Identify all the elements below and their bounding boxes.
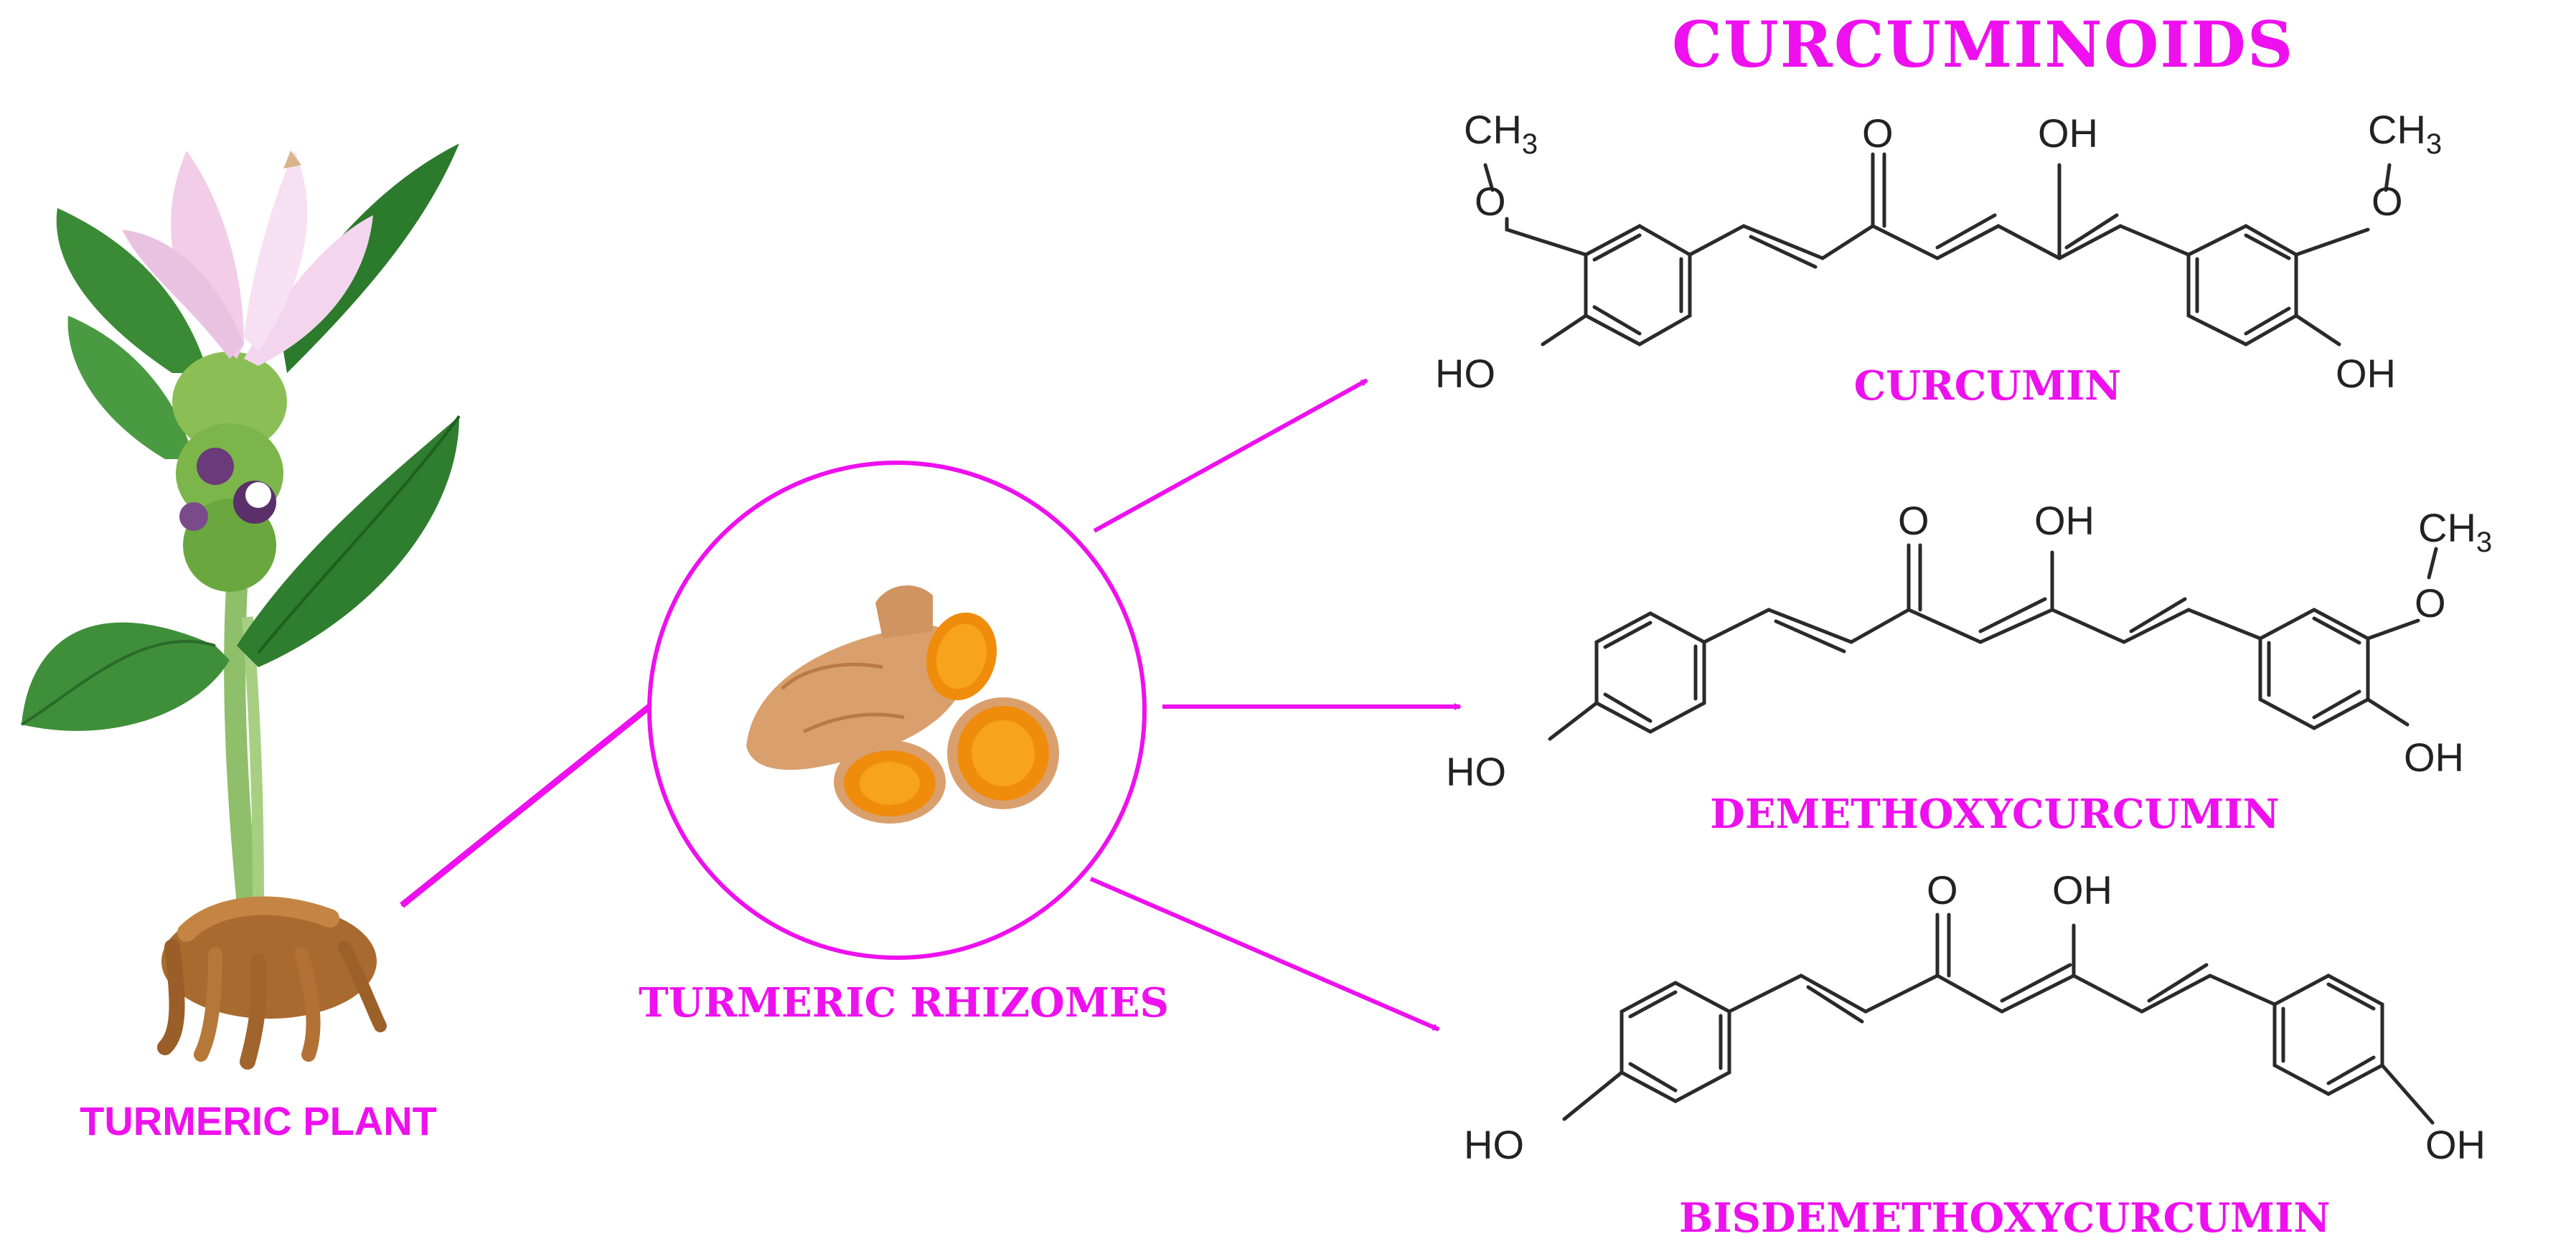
atom-label: O (1475, 179, 1506, 224)
arrow-to-curcumin (1093, 378, 1368, 533)
label-curcumin: CURCUMIN (1853, 362, 2122, 410)
plant-roots (157, 896, 387, 1070)
plant-flower (122, 151, 373, 366)
atom-label: O (1862, 110, 1894, 156)
atom-label: HO (1435, 351, 1495, 396)
atom-label: OH (2034, 498, 2095, 543)
atom-label: OH (2052, 867, 2112, 913)
arrow-to-plant (400, 704, 652, 908)
atom-label: CH3 (2368, 107, 2442, 160)
label-turmeric-rhizomes: TURMERIC RHIZOMES (639, 979, 1169, 1027)
atom-label: OH (2336, 351, 2396, 396)
atom-label: CH3 (1464, 107, 1538, 160)
atom-label: O (2371, 179, 2403, 224)
label-demethoxycurcumin: DEMETHOXYCURCUMIN (1710, 791, 2280, 838)
turmeric-rhizome-illustration (746, 585, 1059, 824)
atom-label: HO (1446, 749, 1506, 794)
title-curcuminoids: CURCUMINOIDS (1672, 7, 2295, 82)
atom-label: O (1927, 867, 1958, 913)
demethoxycurcumin-structure: O OH CH3 O OH HO (1446, 498, 2492, 794)
label-bisdemethoxycurcumin: BISDEMETHOXYCURCUMIN (1679, 1194, 2331, 1242)
atom-label: O (2415, 580, 2446, 626)
curcumin-structure: CH3 O HO O OH CH3 O OH (1435, 107, 2442, 396)
atom-label: OH (2425, 1122, 2486, 1167)
arrow-to-bisdemethoxycurcumin (1089, 877, 1440, 1032)
atom-label: CH3 (2418, 505, 2492, 558)
atom-label: HO (1464, 1122, 1524, 1167)
label-turmeric-plant: TURMERIC PLANT (80, 1098, 437, 1144)
atom-label: OH (2404, 735, 2464, 780)
atom-label: OH (2038, 110, 2098, 156)
bisdemethoxycurcumin-structure: O OH HO OH (1464, 867, 2486, 1167)
plant-bracts (172, 352, 287, 592)
atom-label: O (1898, 498, 1929, 543)
